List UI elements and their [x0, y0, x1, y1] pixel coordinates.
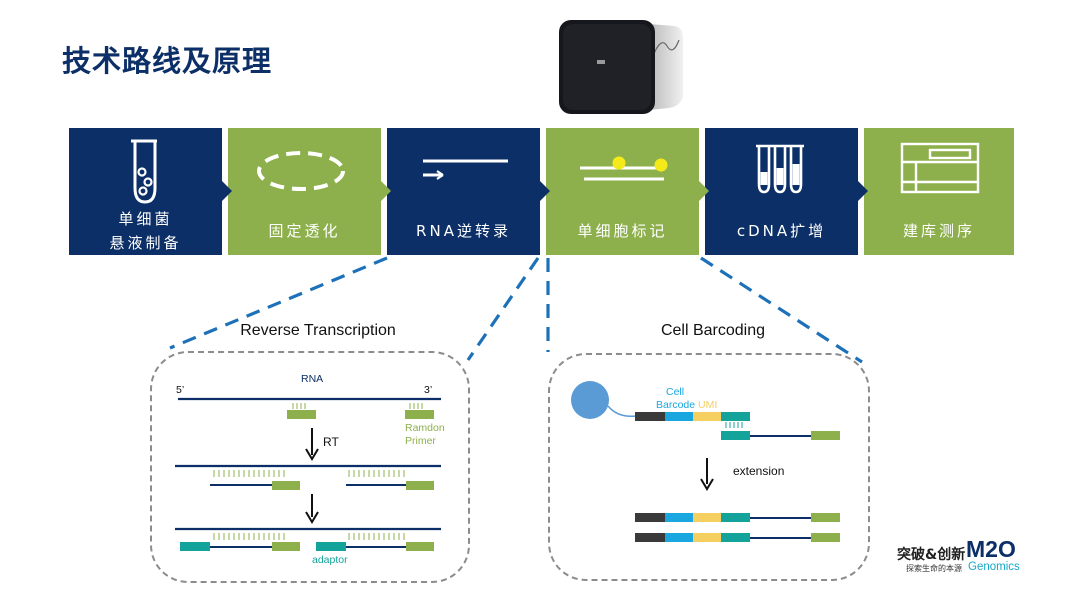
reverse-transcription-box [150, 351, 470, 583]
bead-strands-icon [580, 156, 668, 181]
step-label: cDNA扩增 [736, 222, 827, 240]
dashed-ellipse-icon [257, 151, 345, 191]
rna-label: RNA [301, 373, 323, 385]
adaptor-segment [316, 542, 346, 551]
oligo-teal-segment [721, 412, 750, 421]
five-prime-label: 5’ [176, 384, 184, 396]
section-title-reverse-transcription: Reverse Transcription [240, 322, 396, 339]
brand-slogan: 突破&创新 [897, 547, 966, 563]
primer-segment [405, 410, 434, 419]
primer-segment [287, 410, 316, 419]
step-label: 固定透化 [268, 222, 341, 240]
three-prime-label: 3’ [424, 384, 432, 396]
step-library-sequencing: 建库测序 [864, 128, 1014, 255]
primer-label-line1: Ramdon [405, 422, 445, 434]
step-label: 单细胞标记 [577, 222, 668, 240]
primer-label-line2: Primer [405, 435, 436, 447]
test-tube-icon [131, 139, 157, 204]
chevron-right-icon [858, 181, 868, 201]
barcode-label: Barcode [656, 399, 695, 411]
step-label-line2: 悬液制备 [109, 234, 182, 252]
brand-logo: M2O [966, 536, 1016, 562]
section-title-cell-barcoding: Cell Barcoding [660, 322, 766, 339]
page-title: 技术路线及原理 [62, 44, 273, 78]
extension-label: extension [733, 464, 784, 478]
chevron-right-icon [381, 181, 391, 201]
brand-logo-sub: Genomics [968, 561, 1020, 573]
cell-barcoding-box [548, 353, 870, 581]
sequencer-icon [900, 142, 980, 194]
bead-icon [571, 381, 609, 419]
chevron-right-icon [699, 181, 709, 201]
step-single-cell-labeling: 单细胞标记 [546, 128, 699, 255]
sequencer-device-image [559, 20, 683, 114]
zoom-line-left-outer [169, 256, 388, 350]
cell-label: Cell [666, 386, 684, 398]
oligo-umi-segment [693, 412, 721, 421]
chevron-right-icon [222, 181, 232, 201]
step-label-line1: 单细菌 [118, 210, 173, 228]
step-label: RNA逆转录 [416, 222, 511, 240]
tubes-icon [756, 144, 804, 194]
step-reverse-transcription: RNA逆转录 [387, 128, 540, 255]
oligo-dark-segment [635, 412, 665, 421]
step-cdna-amplification: cDNA扩增 [705, 128, 858, 255]
oligo-barcode-segment [665, 412, 693, 421]
adaptor-label: adaptor [312, 554, 348, 566]
strand-arrow-icon [423, 159, 508, 180]
step-label: 建库测序 [902, 222, 975, 240]
umi-label: UMI [698, 399, 717, 411]
step-fix-permeabilize: 固定透化 [228, 128, 381, 255]
zoom-line-right-outer [700, 256, 863, 364]
chevron-right-icon [540, 181, 550, 201]
adaptor-segment [180, 542, 210, 551]
step-cell-suspension: 单细菌 悬液制备 [69, 128, 222, 255]
zoom-line-left-inner [466, 257, 540, 361]
rt-label: RT [323, 435, 339, 449]
brand-slogan-sub: 探索生命的本源 [906, 564, 962, 573]
